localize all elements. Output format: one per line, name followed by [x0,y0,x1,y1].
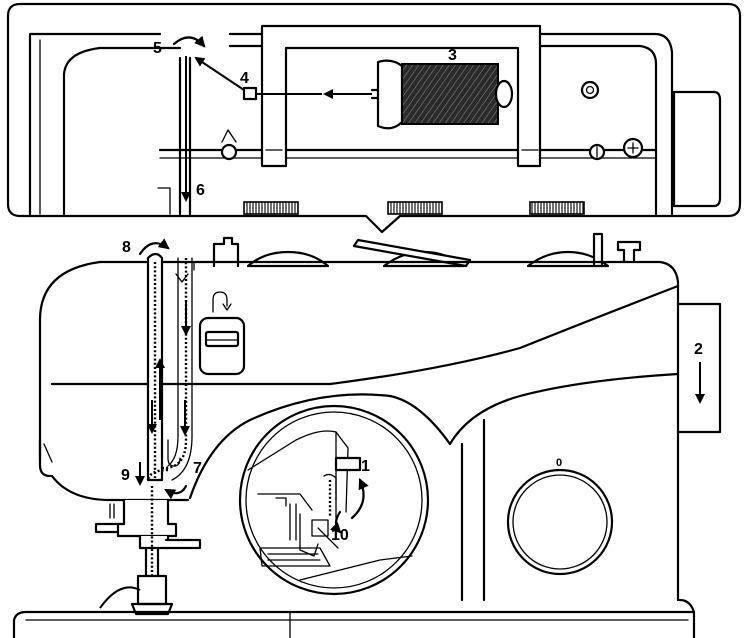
step-label-4: 4 [240,70,249,87]
step-label-9: 9 [121,467,130,484]
step-label-2: 2 [694,341,703,358]
step-label-6: 6 [196,182,205,199]
step-label-8: 8 [122,239,131,256]
thread-guide-plate [198,291,246,376]
needle-threader-magnifier [238,404,430,596]
step-label-5: 5 [153,40,162,57]
step-label-1: 1 [361,458,370,475]
thread-spool [370,59,514,130]
step-labels: 1 2 3 4 5 6 7 8 9 10 0 [121,40,703,544]
top-detail-callout [6,2,742,234]
sewing-machine [12,232,722,638]
dial-zero-label: 0 [556,457,562,469]
step-label-7: 7 [193,460,202,477]
step-label-3: 3 [448,47,457,64]
step-label-10: 10 [331,527,349,544]
